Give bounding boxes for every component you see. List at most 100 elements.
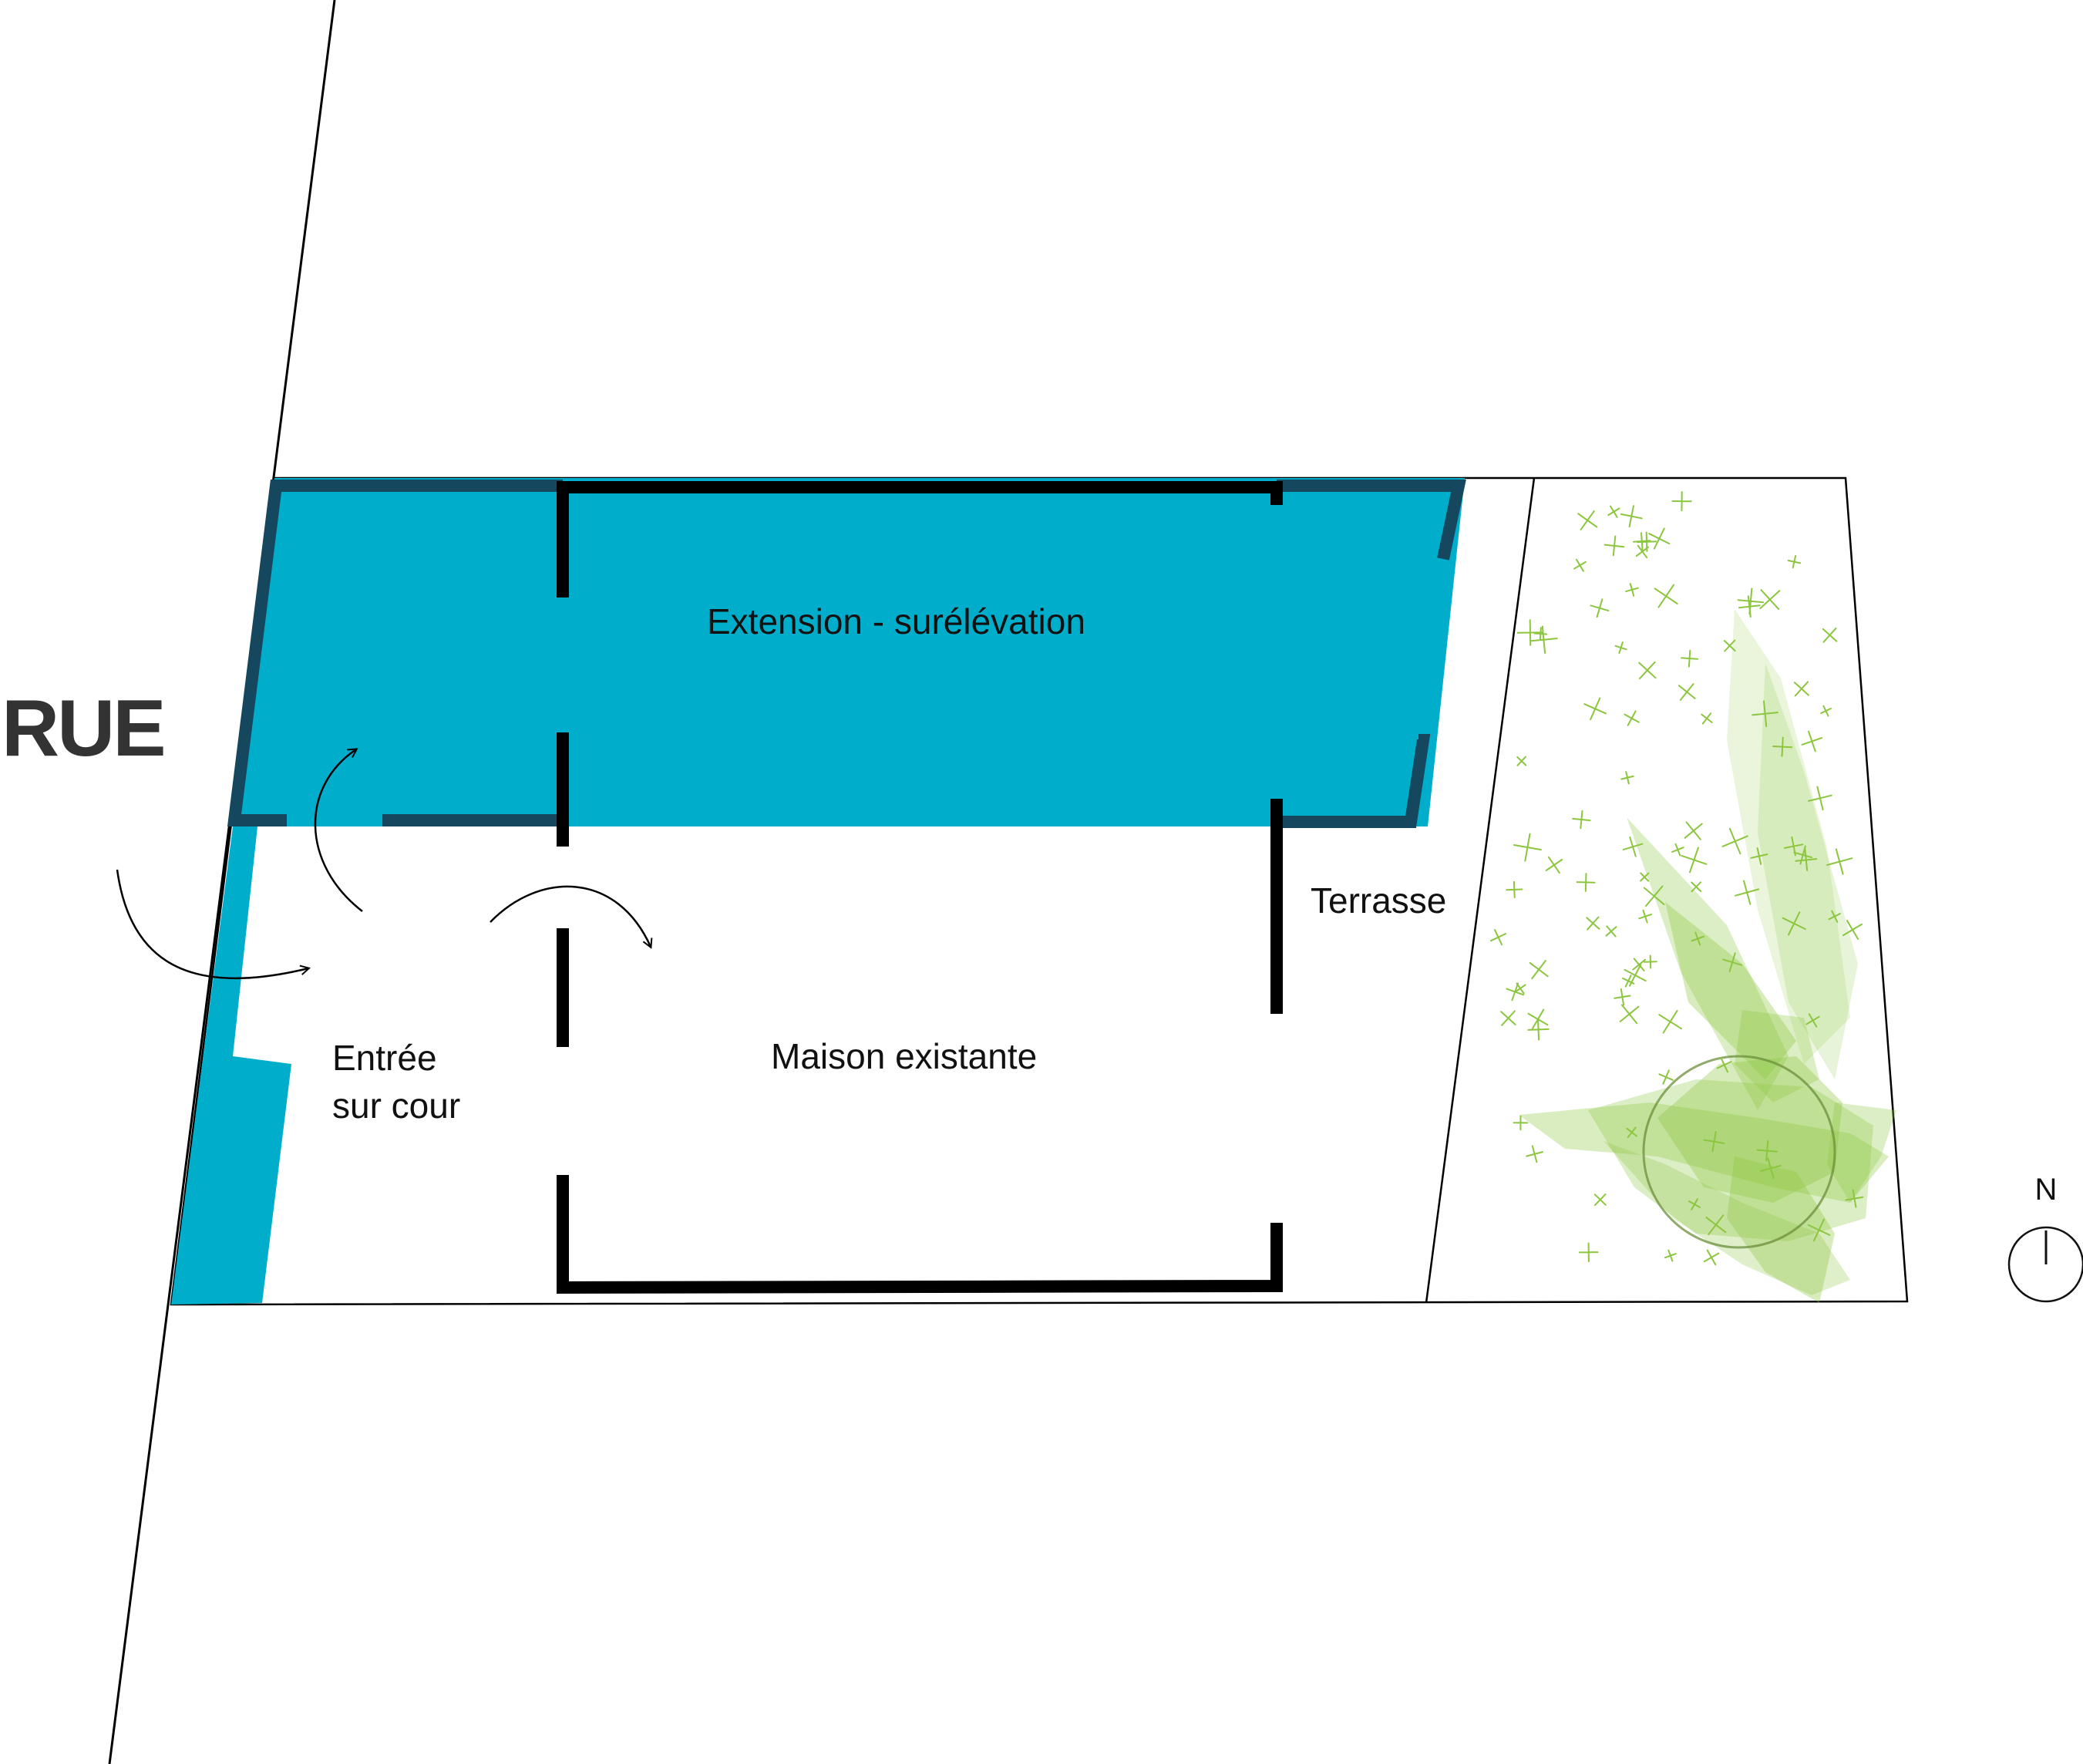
- grass-cross: [1664, 1249, 1677, 1262]
- grass-cross: [1684, 821, 1703, 840]
- grass-cross: [1845, 1189, 1864, 1208]
- grass-cross: [1490, 929, 1507, 946]
- grass-cross: [1654, 584, 1678, 608]
- grass-cross: [1583, 697, 1607, 721]
- grass-cross: [1658, 1009, 1682, 1034]
- grass-cross: [1671, 843, 1684, 857]
- grass-cross: [1688, 1198, 1701, 1210]
- north-label: N: [2035, 1173, 2058, 1207]
- entrance-label-line1: Entrée: [332, 1038, 437, 1078]
- grass-cross: [1703, 1249, 1720, 1266]
- grass-cross-icon: [1490, 491, 1864, 1266]
- grass-cross: [1620, 505, 1643, 528]
- street-line: [108, 0, 336, 1764]
- grass-cross: [1658, 1069, 1674, 1085]
- grass-cross: [1721, 827, 1748, 855]
- north-arrow: N: [2007, 1173, 2083, 1303]
- grass-cross: [1633, 532, 1651, 550]
- grass-cross: [1626, 1126, 1637, 1138]
- grass-cross: [1526, 1145, 1543, 1163]
- grass-cross: [1701, 712, 1713, 725]
- grass-cross: [1678, 683, 1696, 701]
- grass-cross: [1529, 625, 1558, 654]
- grass-cross: [1632, 958, 1646, 971]
- grass-cross: [1527, 1018, 1550, 1041]
- grass-cross: [1807, 1218, 1831, 1242]
- existing-house-label: Maison existante: [771, 1036, 1037, 1076]
- grass-cross: [1513, 1115, 1529, 1131]
- garden-boundary: [1425, 477, 1536, 1304]
- grass-cross: [1828, 910, 1841, 923]
- grass-cross: [1681, 847, 1708, 874]
- grass-cross: [1759, 589, 1781, 611]
- grass-cross: [1603, 535, 1625, 557]
- grass-cross: [1640, 872, 1650, 882]
- grass-cross: [1795, 849, 1818, 871]
- grass-cross: [1619, 1004, 1640, 1025]
- grass-cross: [1506, 880, 1523, 898]
- grass-cross: [1529, 960, 1549, 980]
- grass-cross: [1620, 771, 1634, 785]
- grass-cross: [1671, 491, 1692, 512]
- entrance-side-strip: [171, 826, 291, 1304]
- grass-cross: [1691, 881, 1702, 893]
- grass-cross: [1545, 856, 1563, 874]
- grass-cross: [1605, 925, 1617, 938]
- grass-cross: [1586, 916, 1600, 931]
- grass-cross: [1648, 527, 1671, 550]
- grass-cross: [1842, 920, 1863, 940]
- grass-cross: [1638, 909, 1652, 924]
- compass-north-icon: [2007, 1226, 2083, 1303]
- grass-cross: [1691, 931, 1705, 946]
- grass-cross: [1782, 911, 1806, 936]
- grass-cross: [1723, 639, 1736, 652]
- grass-cross: [1533, 627, 1548, 641]
- grass-cross: [1614, 641, 1627, 654]
- grass-cross: [1625, 583, 1639, 597]
- grass-cross: [1772, 736, 1793, 757]
- street-label: RUE: [2, 684, 164, 773]
- grass-cross: [1801, 730, 1823, 752]
- existing-house-walls: [557, 481, 1283, 1294]
- grass-cross: [1624, 710, 1640, 726]
- grass-cross: [1513, 833, 1542, 862]
- grass-cross: [1805, 1013, 1820, 1028]
- grass-cross: [1703, 1131, 1725, 1153]
- grass-cross: [1527, 1008, 1549, 1030]
- grass-cross: [1716, 1057, 1732, 1073]
- grass-cross: [1622, 837, 1644, 857]
- grass-cross: [1514, 982, 1526, 995]
- grass-cross: [1735, 880, 1760, 905]
- extension-label: Extension - surélévation: [707, 601, 1085, 641]
- grass-cross: [1622, 975, 1635, 988]
- garden-vegetation: [1519, 609, 1896, 1303]
- grass-cross: [1822, 627, 1838, 643]
- grass-cross: [1500, 1010, 1516, 1026]
- grass-cross: [1760, 1157, 1782, 1180]
- grass-cross: [1593, 1193, 1607, 1207]
- terrace-label: Terrasse: [1311, 880, 1446, 921]
- extension-area: [233, 478, 1465, 826]
- grass-cross: [1614, 988, 1631, 1006]
- grass-cross: [1578, 1242, 1599, 1263]
- grass-cross: [1681, 649, 1698, 668]
- grass-cross: [1826, 848, 1853, 875]
- grass-cross: [1787, 555, 1802, 569]
- grass-cross: [1644, 954, 1657, 969]
- grass-cross: [1577, 510, 1598, 530]
- grass-cross: [1638, 661, 1657, 680]
- grass-cross: [1705, 1214, 1727, 1236]
- grass-cross: [1750, 847, 1768, 865]
- grass-cross: [1808, 786, 1832, 811]
- grass-cross: [1738, 595, 1761, 618]
- grass-cross: [1756, 1140, 1778, 1162]
- grass-cross: [1516, 619, 1544, 646]
- entrance-label-line2: sur cour: [332, 1086, 460, 1126]
- grass-cross: [1820, 705, 1832, 717]
- grass-cross: [1607, 505, 1620, 518]
- tree-canopy: [1642, 1055, 1836, 1249]
- grass-cross: [1590, 598, 1610, 618]
- grass-cross: [1643, 885, 1665, 907]
- curved-arrow-icon: [116, 749, 651, 980]
